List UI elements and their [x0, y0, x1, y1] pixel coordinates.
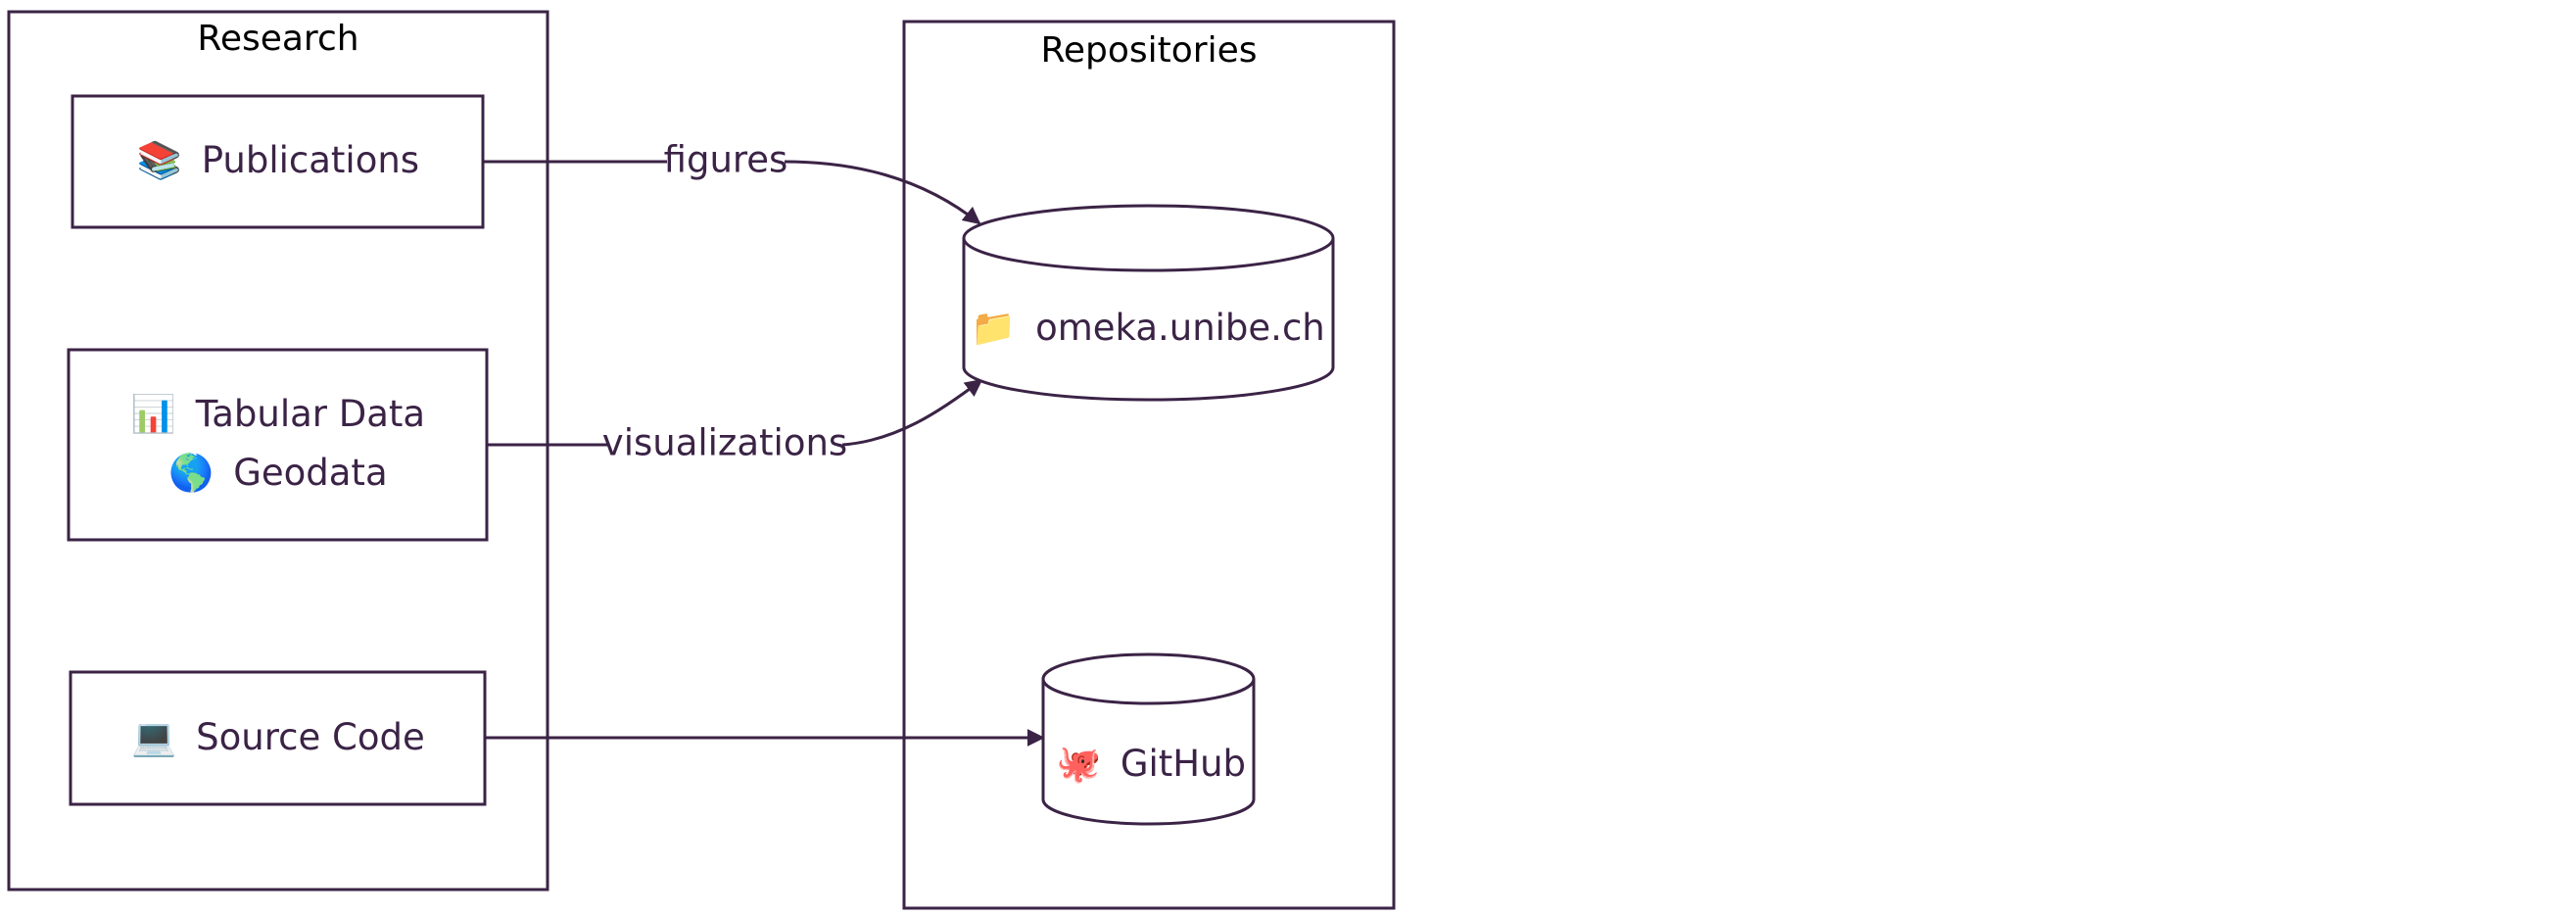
edges	[483, 160, 1045, 747]
node-omeka[interactable]: 📁 omeka.unibe.ch	[962, 204, 1335, 402]
node-publications-box[interactable]	[71, 94, 485, 229]
node-tabular-label: 📊 Tabular Data	[131, 393, 425, 435]
edge-label-figures: figures	[664, 139, 788, 181]
edge-label-visualizations-text: visualizations	[602, 422, 847, 464]
node-geodata-label: 🌎 Geodata	[168, 452, 387, 494]
edge-label-figures-text: figures	[664, 139, 788, 181]
folder-icon: 📁	[971, 307, 1016, 349]
node-source-code-label: 💻 Source Code	[131, 716, 424, 758]
node-omeka-text: omeka.unibe.ch	[1035, 307, 1325, 349]
node-publications-text: Publications	[202, 139, 419, 181]
octopus-icon: 🐙	[1056, 743, 1101, 786]
node-github-label: 🐙 GitHub	[1056, 743, 1246, 786]
node-github-text: GitHub	[1121, 743, 1246, 785]
bar-chart-icon: 📊	[131, 393, 176, 435]
node-publications[interactable]: 📚 Publications	[71, 94, 485, 229]
node-omeka-cylinder-rim	[962, 237, 1335, 272]
books-icon: 📚	[137, 139, 182, 181]
node-source-code-box[interactable]	[69, 670, 487, 806]
globe-americas-icon: 🌎	[168, 452, 214, 494]
node-tabular-geodata[interactable]: 📊 Tabular Data 🌎 Geodata	[67, 348, 489, 542]
node-github-cylinder[interactable]	[1041, 652, 1256, 826]
node-github[interactable]: 🐙 GitHub	[1041, 652, 1256, 826]
node-github-cylinder-rim	[1041, 678, 1256, 705]
node-omeka-cylinder[interactable]	[962, 204, 1335, 402]
laptop-icon: 💻	[131, 716, 176, 758]
edge-figures[interactable]	[483, 160, 981, 225]
node-tabular-text: Tabular Data	[195, 393, 425, 435]
node-tabular-geodata-box[interactable]	[67, 348, 489, 542]
cluster-repositories-title: Repositories	[1040, 30, 1257, 71]
edge-visualizations[interactable]	[487, 378, 983, 447]
edge-label-visualizations: visualizations	[602, 422, 847, 464]
cluster-research-title: Research	[197, 19, 358, 59]
node-omeka-label: 📁 omeka.unibe.ch	[971, 307, 1324, 349]
node-geodata-text: Geodata	[233, 452, 387, 494]
node-source-code[interactable]: 💻 Source Code	[69, 670, 487, 806]
node-publications-label: 📚 Publications	[137, 139, 419, 181]
node-source-code-text: Source Code	[196, 716, 425, 758]
